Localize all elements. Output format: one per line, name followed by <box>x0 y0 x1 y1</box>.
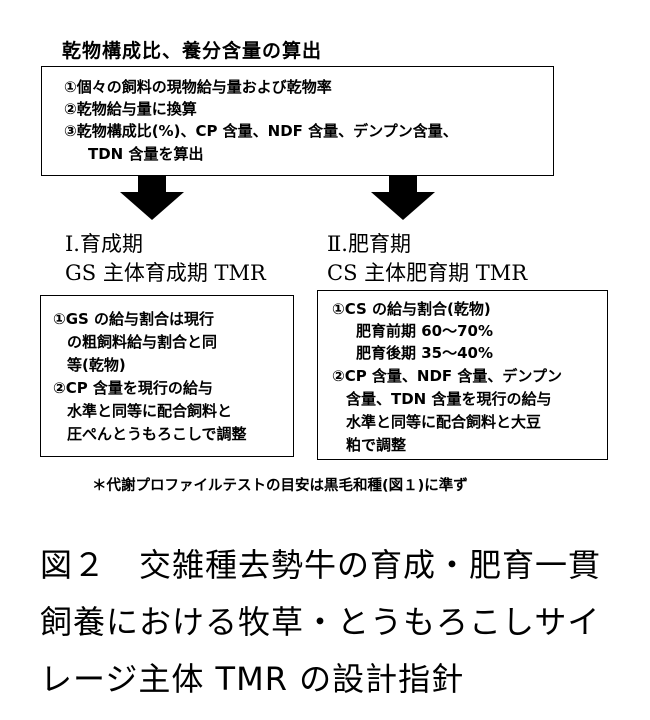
right-arrow-stem <box>389 176 417 194</box>
left-arrow-stem <box>138 176 166 194</box>
growing-phase-box: ①GS の給与割合は現行 の粗飼料給与割合と同 等(乾物) ②CP 含量を現行の… <box>40 295 294 457</box>
fattening-phase-box: ①CS の給与割合(乾物) 肥育前期 60～70% 肥育後期 35～40% ②C… <box>317 290 608 460</box>
step-3-text: ③乾物構成比(%)、CP 含量、NDF 含量、デンプン含量、 <box>64 122 458 140</box>
step-3-continuation-text: TDN 含量を算出 <box>88 145 204 163</box>
step-1-text: ①個々の飼料の現物給与量および乾物率 <box>64 78 332 96</box>
fattening-line-7: 粕で調整 <box>346 436 407 454</box>
figure-caption-line-2: 飼養における牧草・とうもろこしサイ <box>40 603 601 641</box>
fattening-line-5: 含量、TDN 含量を現行の給与 <box>346 390 552 408</box>
footnote: ＊代謝プロファイルテストの目安は黒毛和種(図１)に準ず <box>92 478 468 494</box>
fattening-line-3: 肥育後期 35～40% <box>356 344 494 362</box>
left-down-arrow-icon <box>120 192 184 220</box>
fattening-line-6: 水準と同等に配合飼料と大豆 <box>346 413 542 431</box>
figure-caption-line-3: レージ主体 TMR の設計指針 <box>40 660 465 698</box>
fattening-phase-title: Ⅱ.肥育期 <box>327 232 411 256</box>
growing-line-2: の粗飼料給与割合と同 <box>67 333 218 351</box>
fattening-line-4: ②CP 含量、NDF 含量、デンプン <box>332 367 562 385</box>
calculation-steps-box: ①個々の飼料の現物給与量および乾物率 ②乾物給与量に換算 ③乾物構成比(%)、C… <box>41 66 554 176</box>
fattening-line-2: 肥育前期 60～70% <box>356 322 494 340</box>
figure-caption-line-1: 図２ 交雑種去勢牛の育成・肥育一貫 <box>40 546 602 584</box>
right-down-arrow-icon <box>371 192 435 220</box>
step-2-text: ②乾物給与量に換算 <box>64 100 197 118</box>
fattening-line-1: ①CS の給与割合(乾物) <box>332 300 491 318</box>
growing-line-5: 水準と同等に配合飼料と <box>67 402 233 420</box>
growing-line-3: 等(乾物) <box>67 356 126 374</box>
growing-line-6: 圧ぺんとうもろこしで調整 <box>67 425 247 443</box>
fattening-tmr-name: CS 主体肥育期 TMR <box>327 261 528 285</box>
growing-phase-title: Ⅰ.育成期 <box>65 232 143 256</box>
growing-line-1: ①GS の給与割合は現行 <box>53 310 215 328</box>
diagram-heading: 乾物構成比、養分含量の算出 <box>62 40 323 62</box>
growing-tmr-name: GS 主体育成期 TMR <box>65 261 266 285</box>
growing-line-4: ②CP 含量を現行の給与 <box>53 379 213 397</box>
